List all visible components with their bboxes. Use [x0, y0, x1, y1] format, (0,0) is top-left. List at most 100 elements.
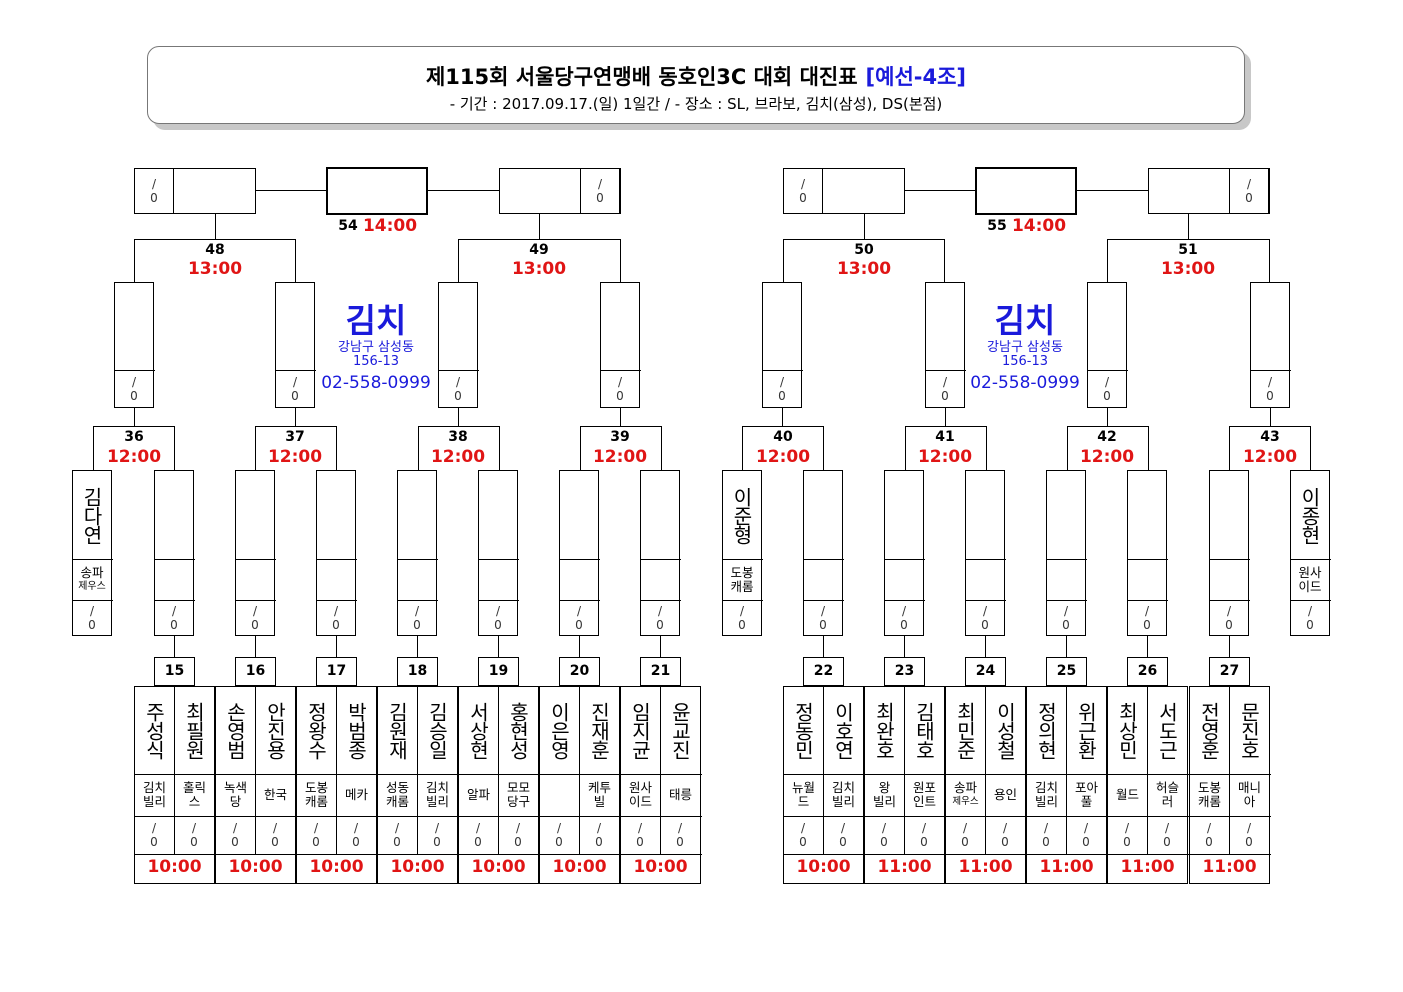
- round2-player-box: [478, 470, 518, 636]
- quarter-box: [925, 282, 965, 408]
- connector-line: [296, 854, 378, 855]
- player-name: 정왕수: [304, 701, 328, 759]
- score-box: [580, 168, 620, 214]
- player-name: 임지균: [628, 701, 652, 759]
- score-cell: / 0: [1103, 375, 1111, 403]
- match-time: 13:00: [836, 259, 892, 279]
- connector-line: [884, 559, 925, 560]
- player-name: 최민준: [953, 701, 977, 759]
- player-name: 진재훈: [587, 701, 611, 759]
- connector-line: [458, 408, 459, 427]
- match-number: 24: [975, 663, 996, 679]
- connector-line: [499, 426, 500, 471]
- connector-line: [215, 774, 297, 775]
- connector-line: [336, 636, 337, 658]
- club-text: 김치 빌리: [1034, 780, 1058, 809]
- score-cell: / 0: [130, 375, 138, 403]
- quarter-box: [1087, 282, 1127, 408]
- match-number: 17: [326, 663, 347, 679]
- match-number: 26: [1137, 663, 1158, 679]
- player-name: 전영훈: [1197, 701, 1221, 759]
- connector-line: [316, 559, 357, 560]
- connector-line: [1148, 426, 1149, 471]
- connector-line: [661, 426, 662, 471]
- match-number: 27: [1219, 663, 1240, 679]
- score-cell: / 0: [88, 604, 96, 632]
- connector-line: [498, 686, 499, 855]
- round2-player-box: [1046, 470, 1086, 636]
- club-text: 캐롬: [730, 579, 754, 594]
- score-cell: / 0: [595, 821, 603, 849]
- connector-line: [235, 559, 276, 560]
- player-name: 이성철: [993, 701, 1017, 759]
- round2-player-box: [397, 470, 437, 636]
- connector-line: [1127, 559, 1168, 560]
- connector-line: [783, 239, 945, 240]
- connector-line: [1107, 408, 1108, 427]
- club-text: 원사: [1298, 565, 1322, 580]
- connector-line: [1026, 774, 1108, 775]
- score-cell: / 0: [778, 375, 786, 403]
- match-time: 11:00: [958, 857, 1013, 877]
- connector-line: [965, 559, 1006, 560]
- score-cell: / 0: [941, 375, 949, 403]
- connector-line: [905, 426, 987, 427]
- quarter-box: [1250, 282, 1290, 408]
- player-club: 도봉 캐롬: [296, 775, 337, 815]
- score-cell: / 0: [150, 177, 158, 205]
- player-name: 위근환: [1074, 701, 1098, 759]
- match-number: 25: [1056, 663, 1077, 679]
- connector-line: [235, 600, 276, 601]
- connector-line: [1026, 816, 1108, 817]
- round2-player-box: [1290, 470, 1330, 636]
- connector-line: [559, 559, 600, 560]
- connector-line: [134, 239, 135, 283]
- venue-address: 156-13: [1001, 354, 1049, 369]
- connector-line: [803, 559, 844, 560]
- connector-line: [295, 239, 296, 283]
- club-text: 뉴월 드: [791, 780, 815, 809]
- connector-line: [985, 686, 986, 855]
- connector-line: [458, 816, 540, 817]
- quarter-box: [275, 282, 315, 408]
- score-cell: / 0: [413, 604, 421, 632]
- club-text: 녹색 당: [223, 780, 247, 809]
- match-time: 13:00: [511, 259, 567, 279]
- player-name: 윤교진: [668, 701, 692, 759]
- match-time: 10:00: [309, 857, 364, 877]
- connector-line: [944, 239, 945, 283]
- player-club: 성동 캐롬: [377, 775, 418, 815]
- title-text: 제115회 서울당구연맹배 동호인3C 대회 대진표: [425, 65, 858, 89]
- connector-line: [660, 686, 661, 855]
- page-title: 제115회 서울당구연맹배 동호인3C 대회 대진표[예선-4조]: [148, 61, 1244, 91]
- connector-line: [539, 774, 621, 775]
- score-cell: / 0: [1266, 375, 1274, 403]
- match-number: 41: [935, 429, 955, 445]
- match-number: 23: [894, 663, 915, 679]
- match-number-box: [1209, 657, 1250, 686]
- player-club: 원사 이드: [620, 775, 661, 815]
- match-number: 36: [124, 429, 144, 445]
- connector-line: [1127, 600, 1168, 601]
- club-text: 원사 이드: [628, 780, 652, 809]
- connector-line: [498, 636, 499, 658]
- match-number: 37: [285, 429, 305, 445]
- venue-name: 김치: [345, 301, 407, 340]
- player-name: 홍현성: [506, 701, 530, 759]
- player-name: 이은영: [547, 701, 571, 759]
- score-cell: / 0: [1163, 821, 1171, 849]
- connector-line: [640, 600, 681, 601]
- connector-line: [823, 426, 824, 471]
- connector-line: [1067, 426, 1068, 471]
- match-number-box: [316, 657, 357, 686]
- connector-line: [620, 408, 621, 427]
- venue-address: 강남구 삼성동: [987, 340, 1063, 355]
- score-cell: / 0: [494, 604, 502, 632]
- match-number-box: [478, 657, 519, 686]
- venue-phone: 02-558-0999: [321, 373, 431, 393]
- match-number-box: [803, 657, 844, 686]
- connector-line: [762, 370, 803, 371]
- player-club: 매니 아: [1229, 775, 1270, 815]
